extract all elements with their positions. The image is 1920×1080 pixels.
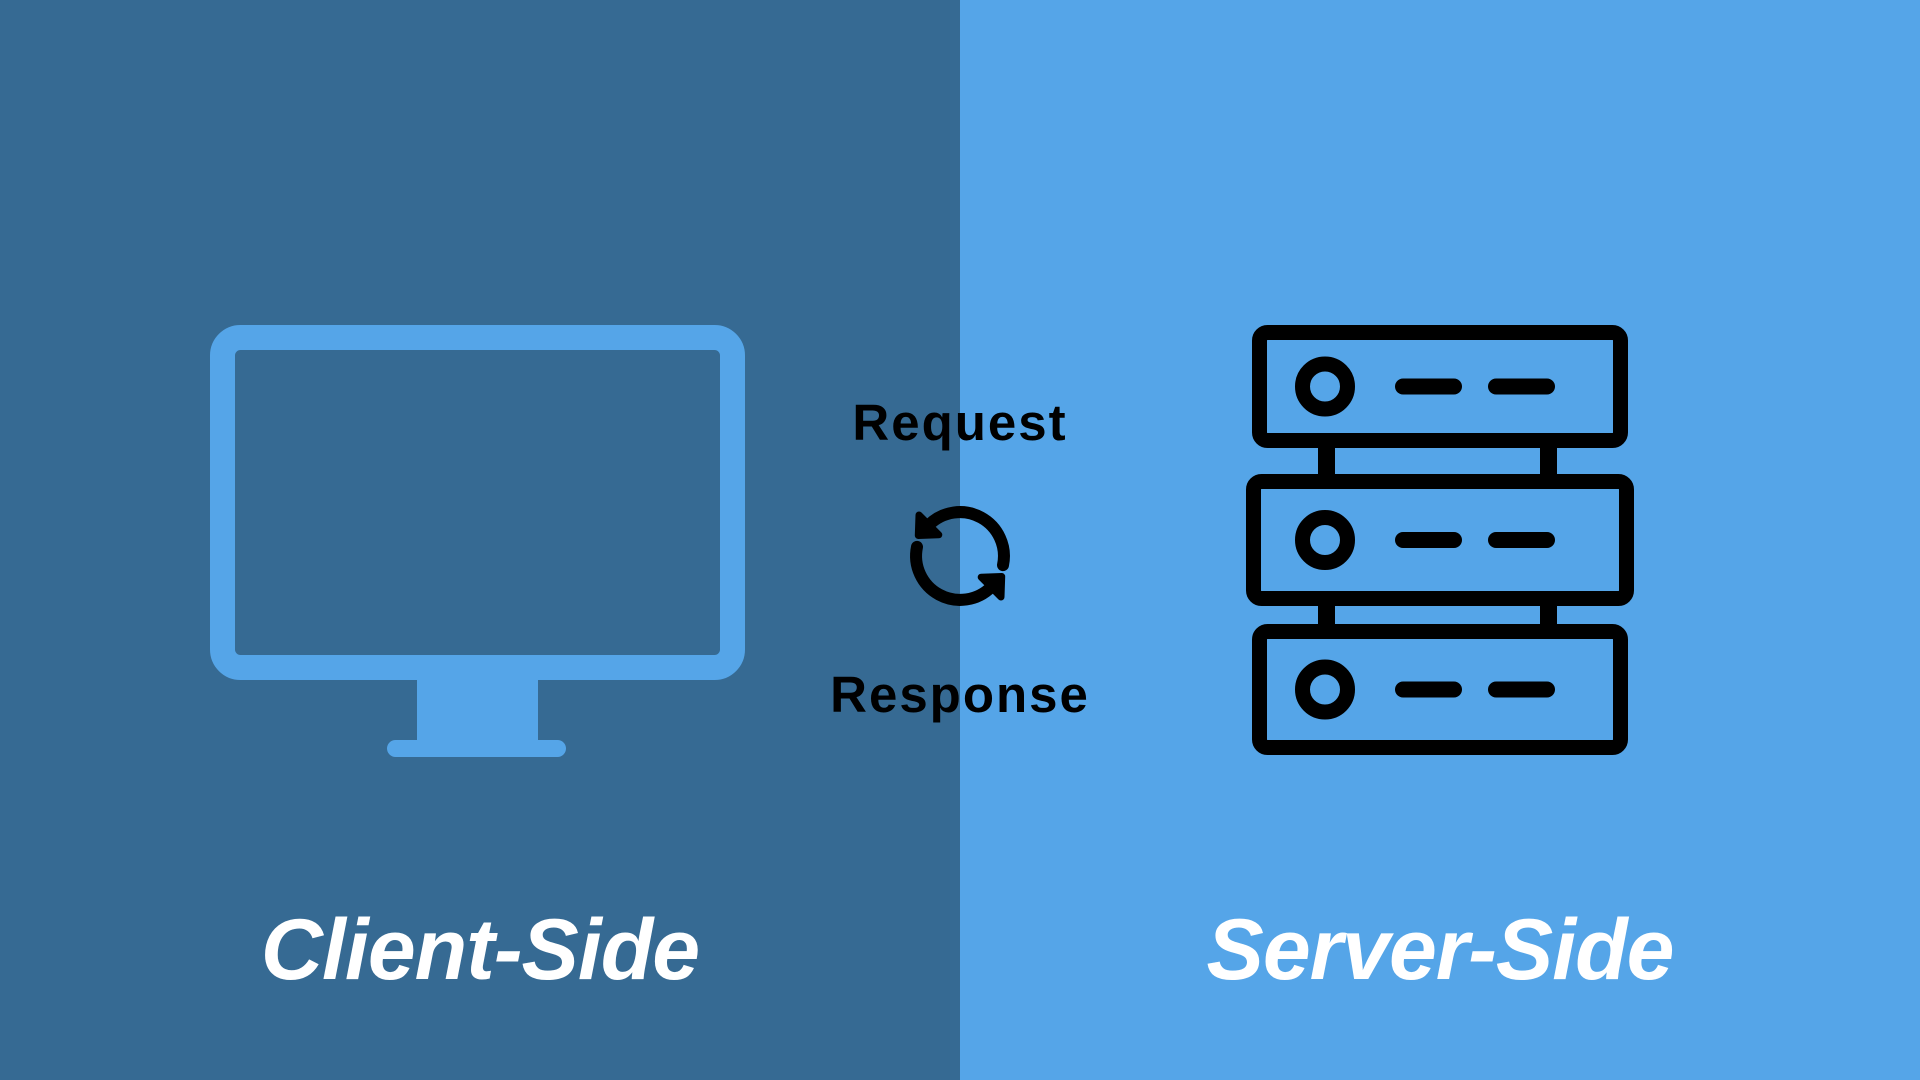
rack-drive-ring: [1295, 356, 1355, 417]
client-side-panel: [0, 0, 960, 1080]
request-label: Request: [852, 394, 1068, 451]
sync-arc-bottom: [910, 540, 998, 606]
rack-unit: [1252, 325, 1628, 448]
monitor-screen: [210, 325, 745, 680]
sync-arrowhead-bottom-right: [977, 573, 1006, 601]
sync-arc-top: [922, 506, 1010, 572]
server-side-title: Server-Side: [1206, 902, 1674, 998]
rack-unit: [1246, 474, 1634, 606]
sync-arrowhead-top-left: [914, 511, 943, 539]
rack-unit: [1252, 624, 1628, 755]
rack-drive-ring: [1295, 659, 1355, 720]
monitor-icon: [210, 325, 745, 757]
monitor-stand-base: [387, 740, 566, 757]
response-label: Response: [830, 666, 1090, 723]
server-rack-icon: [1246, 325, 1634, 755]
client-side-title: Client-Side: [260, 902, 700, 998]
sync-arrows-icon: [910, 506, 1010, 606]
rack-drive-ring: [1295, 510, 1355, 570]
monitor-stand-neck: [417, 675, 538, 747]
